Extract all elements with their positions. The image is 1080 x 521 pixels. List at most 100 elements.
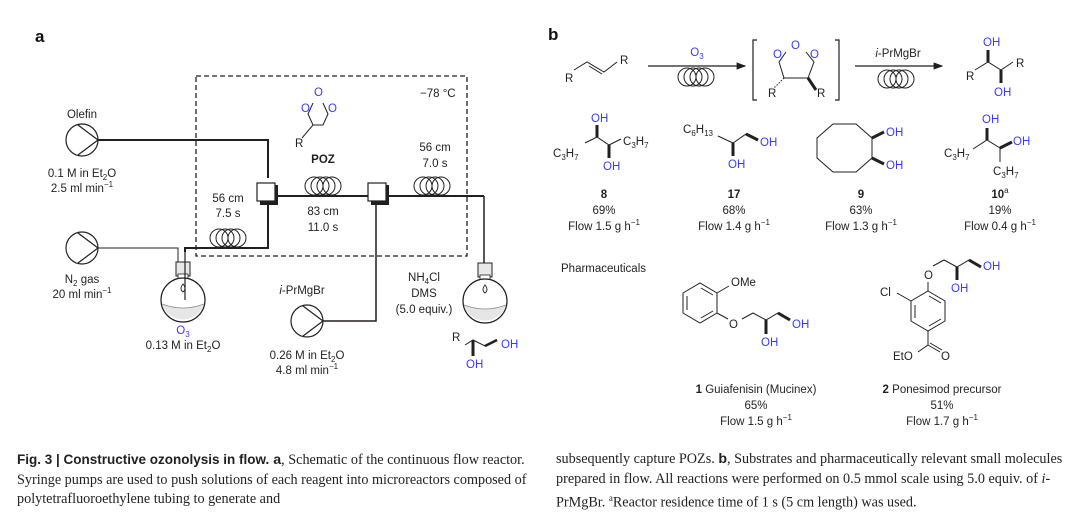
compound-17-yield: 68% (722, 205, 745, 217)
guaifenesin-o: O (729, 319, 738, 331)
oh-label: OH (591, 113, 608, 125)
compound-9-structure (816, 123, 885, 173)
r-group: R (1016, 58, 1024, 70)
quench-reagent-2: DMS (411, 288, 437, 300)
figure-caption-right: subsequently capture POZs. b, Substrates… (556, 450, 1076, 513)
oh-label: OH (760, 137, 777, 149)
compound-8-yield: 69% (592, 205, 615, 217)
collection-flask-icon (462, 262, 508, 324)
compound-8-propyl: C3H7 (553, 148, 579, 162)
panel-a-label: a (35, 27, 45, 46)
ponesimod-name: 2 Ponesimod precursor (883, 384, 1002, 396)
oh-label: OH (983, 261, 1000, 273)
reactor-3-length: 56 cm (419, 142, 450, 154)
reactor-1-length: 56 cm (212, 193, 243, 205)
compound-8-flow: Flow 1.5 g h−1 (568, 218, 640, 233)
guaifenesin-ome: OMe (731, 277, 756, 289)
alkene-r-right: R (620, 55, 628, 67)
figure-caption-left: Fig. 3 | Constructive ozonolysis in flow… (17, 450, 537, 510)
ponesimod-yield: 51% (930, 400, 953, 412)
caption-continuation: subsequently capture POZs. (556, 451, 719, 467)
ponesimod-carbonyl-o: O (941, 351, 950, 363)
caption-italic-i: i (1041, 470, 1046, 487)
caption-footnote-mark: a (608, 493, 613, 503)
reactor-coil-2-icon (304, 176, 342, 196)
product-oh: OH (466, 359, 483, 371)
compound-17-structure (717, 132, 759, 156)
oh-label: OH (994, 87, 1011, 99)
nitrogen-pump-icon[interactable] (65, 231, 99, 265)
oh-label: OH (982, 114, 999, 126)
ozone-label: O3 (176, 325, 190, 339)
olefin-flow-rate: 2.5 ml min−1 (51, 180, 114, 195)
panel-b-label: b (548, 25, 558, 44)
ozone-reagent: O3 (690, 47, 704, 61)
reactor-1-time: 7.5 s (216, 208, 241, 220)
ponesimod-cl: Cl (880, 287, 891, 299)
o-atom: O (791, 40, 800, 52)
caption-a-label: a (269, 452, 282, 468)
grignard-pump-icon[interactable] (290, 304, 324, 338)
compound-10-yield: 19% (988, 205, 1011, 217)
reactor-2-time: 11.0 s (308, 222, 339, 234)
compound-8-number: 8 (601, 189, 608, 201)
o-atom: O (810, 49, 819, 61)
olefin-concentration: 0.1 M in Et2O (48, 168, 116, 182)
poz-r-group: R (295, 138, 303, 150)
caption-b-label: b (718, 451, 728, 467)
oh-label: OH (728, 159, 745, 171)
figure-canvas: a −78 °C Olefin 0.1 M in Et2O 2.5 ml min… (35, 25, 1036, 428)
oh-label: OH (886, 127, 903, 139)
compound-10-propyl: C3H7 (993, 166, 1019, 180)
product-r-group: R (452, 332, 460, 344)
reactor-2-length: 83 cm (307, 206, 338, 218)
poz-o-atom: O (314, 87, 323, 99)
reactor-coil-b1-icon (677, 67, 715, 87)
reactor-coil-b2-icon (877, 69, 915, 89)
r-group: R (966, 71, 974, 83)
compound-10-propyl: C3H7 (944, 148, 970, 162)
caption-title: Fig. 3 | Constructive ozonolysis in flow… (17, 452, 270, 467)
caption-footnote: Reactor residence time of 1 s (5 cm leng… (612, 494, 917, 511)
guaifenesin-yield: 65% (744, 400, 767, 412)
r-group: R (817, 88, 825, 100)
cold-bath-boundary (195, 75, 468, 257)
guaifenesin-flow: Flow 1.5 g h−1 (720, 413, 792, 428)
oh-label: OH (886, 160, 903, 172)
mixer-1-icon (256, 182, 279, 206)
ponesimod-flow: Flow 1.7 g h−1 (906, 413, 978, 428)
poz-intermediate-structure (773, 51, 818, 91)
nitrogen-flow-rate: 20 ml min−1 (53, 286, 113, 301)
oh-label: OH (761, 337, 778, 349)
oh-label: OH (983, 37, 1000, 49)
caption-b-text: , Substrates and pharmaceutically releva… (556, 451, 1063, 487)
compound-8-propyl: C3H7 (623, 136, 649, 150)
oh-label: OH (1013, 136, 1030, 148)
mixer-2-icon (367, 182, 390, 206)
ponesimod-o: O (924, 270, 933, 282)
grignard-label: i-PrMgBr (279, 285, 325, 297)
compound-8-structure (584, 125, 622, 158)
product-diol-structure (464, 338, 498, 356)
compound-9-yield: 63% (849, 205, 872, 217)
caption-a-text: , Schematic of the continuous flow react… (17, 452, 527, 507)
oh-label: OH (951, 283, 968, 295)
oh-label: OH (792, 319, 809, 331)
pharmaceuticals-heading: Pharmaceuticals (561, 263, 646, 275)
compound-9-flow: Flow 1.3 g h−1 (825, 218, 897, 233)
ponesimod-eto: EtO (893, 351, 913, 363)
ozone-flask-icon (160, 261, 206, 323)
compound-10-flow: Flow 0.4 g h−1 (964, 218, 1036, 233)
product-oh: OH (501, 339, 518, 351)
quench-equiv: (5.0 equiv.) (396, 304, 453, 316)
ozone-concentration: 0.13 M in Et2O (146, 340, 221, 354)
temperature-label: −78 °C (420, 88, 456, 100)
olefin-pump-icon[interactable] (65, 123, 99, 157)
poz-structure (301, 102, 329, 139)
compound-17-number: 17 (728, 189, 741, 201)
poz-label: POZ (311, 154, 335, 166)
olefin-label: Olefin (67, 109, 97, 121)
compound-10-number: 10a (991, 186, 1009, 201)
r-group: R (768, 88, 776, 100)
compound-9-number: 9 (858, 189, 864, 201)
